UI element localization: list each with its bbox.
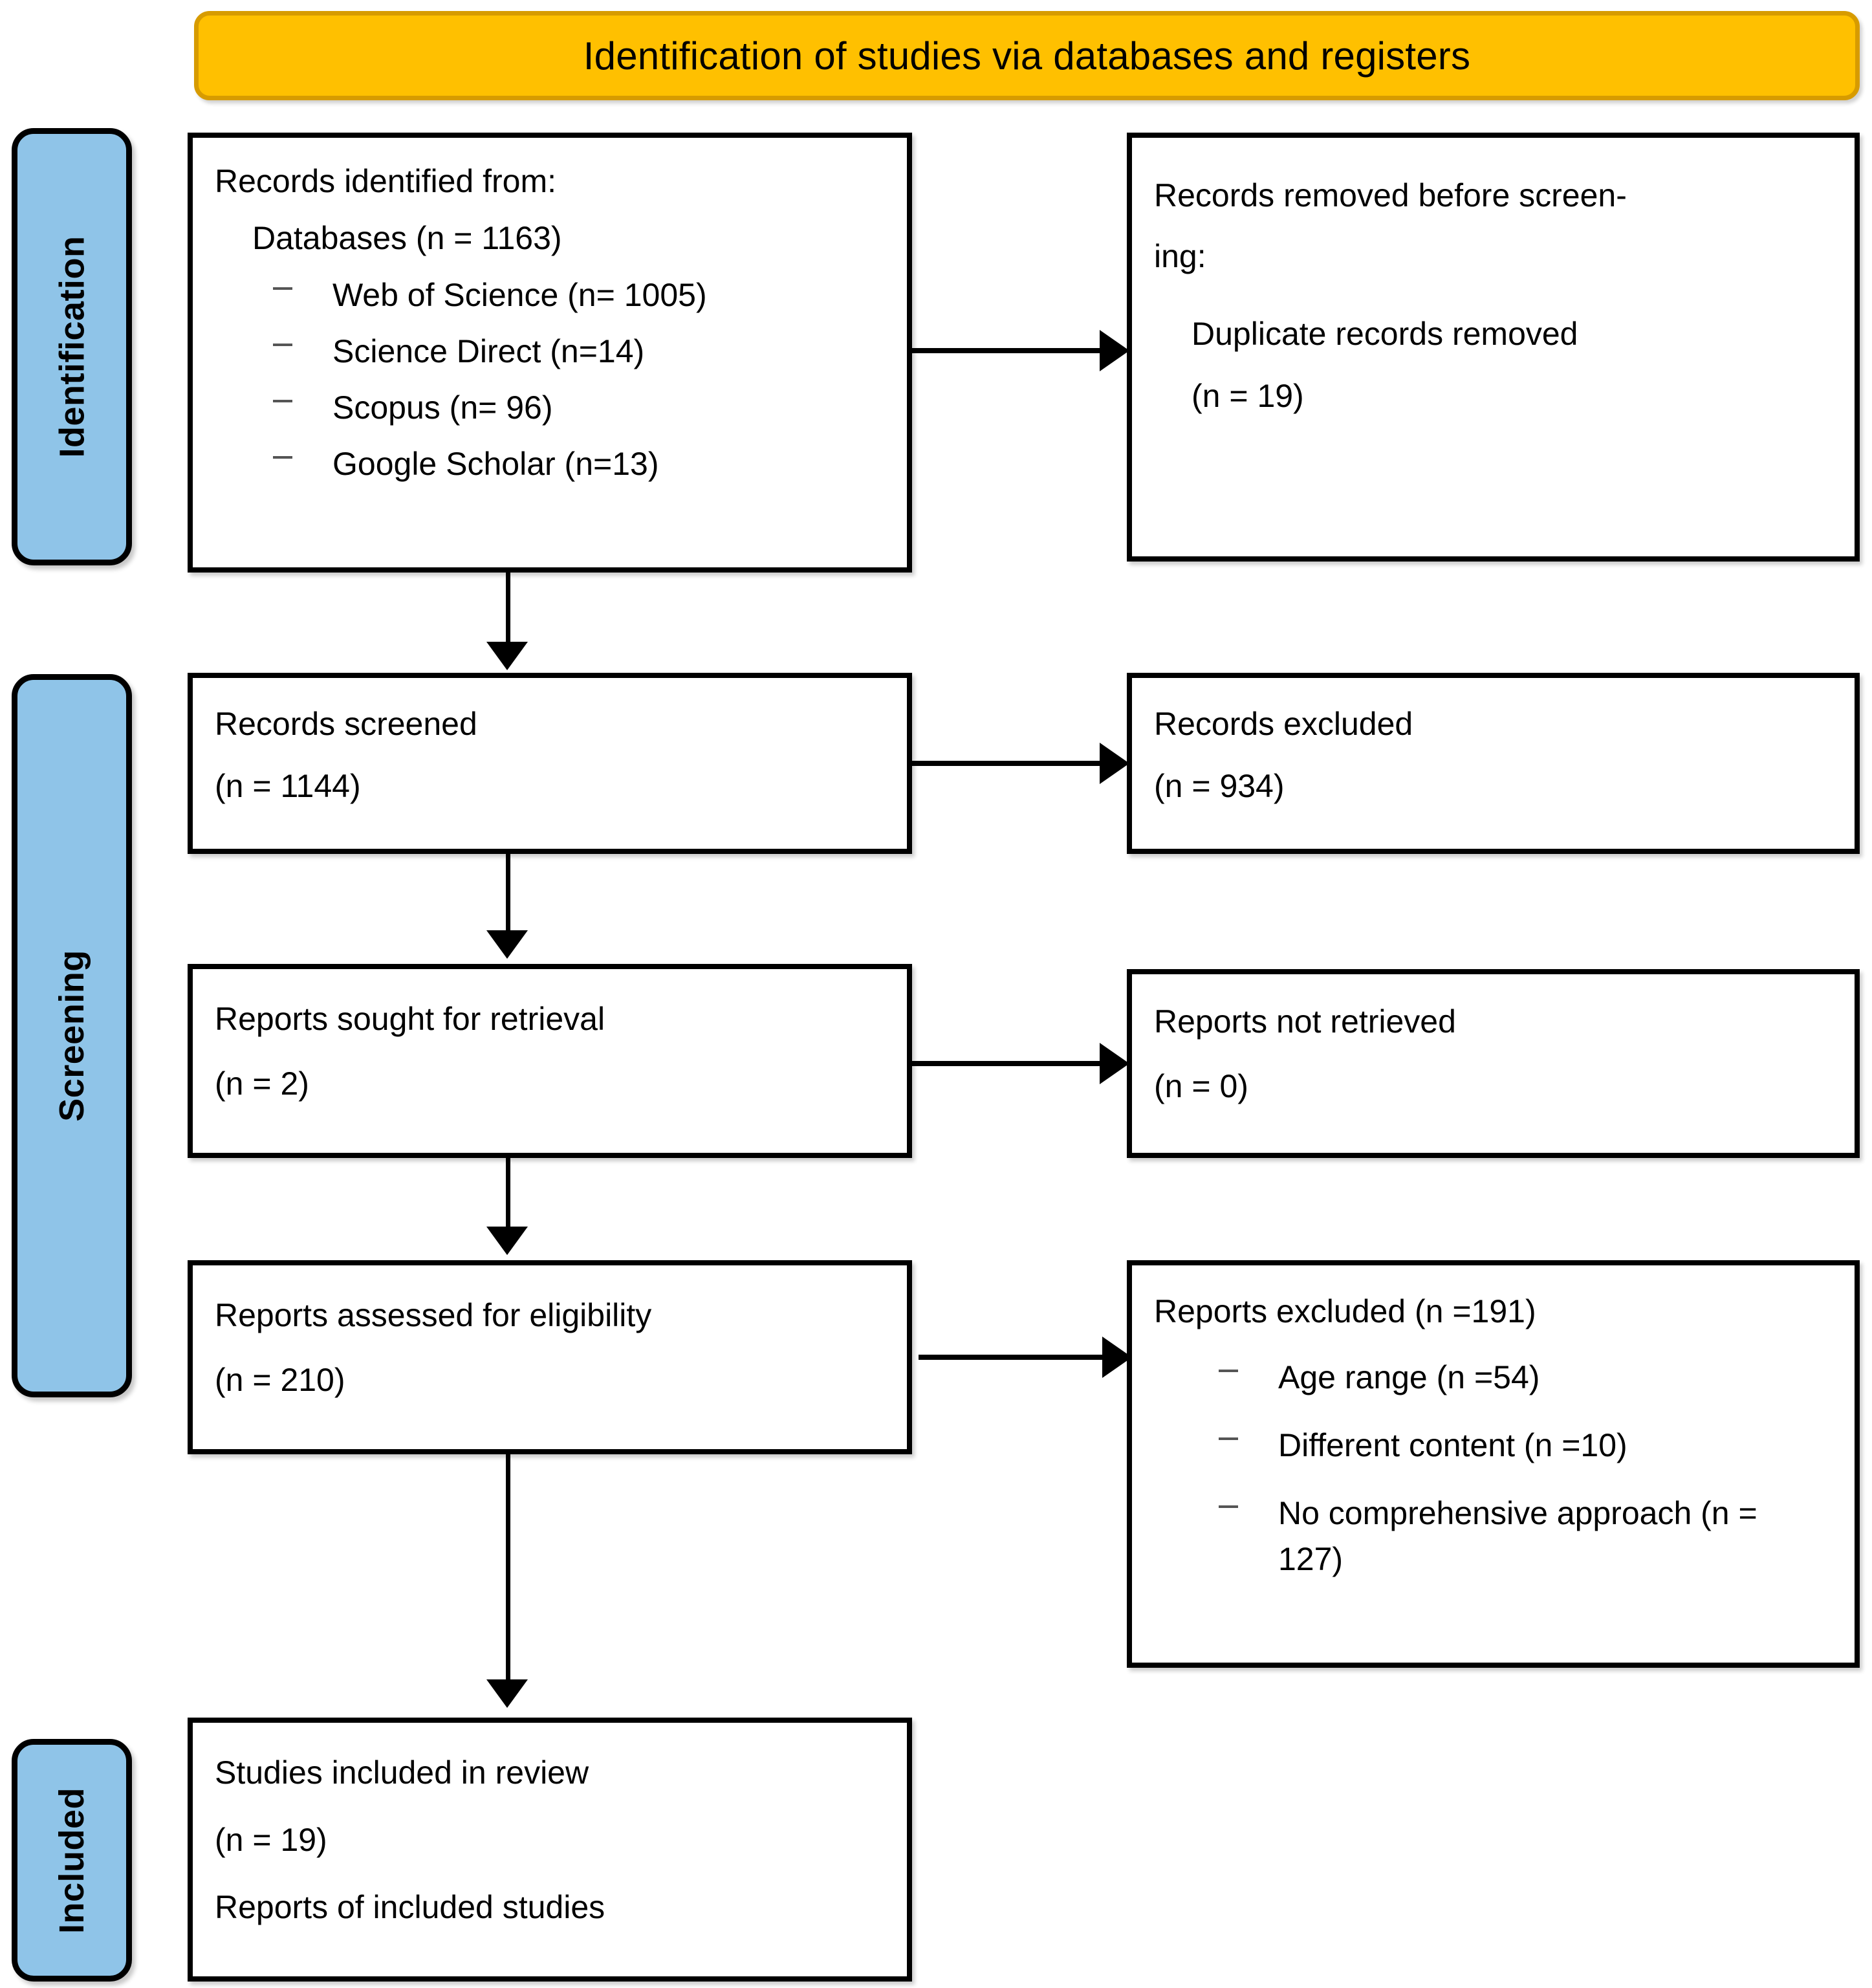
reports-excluded-heading: Reports excluded (n =191) [1154, 1293, 1536, 1329]
records-screened-label: Records screened [215, 706, 477, 742]
list-item: Science Direct (n=14) [273, 329, 885, 375]
stage-label-included: Included [12, 1739, 132, 1982]
studies-included-count: (n = 19) [215, 1822, 327, 1858]
dash-bullet-icon [273, 287, 292, 290]
connector-assessed-to-included [506, 1454, 510, 1681]
records-removed-count: (n = 19) [1192, 378, 1304, 414]
connector-sought-to-assessed [506, 1158, 510, 1228]
records-identified-source-list: Web of Science (n= 1005) Science Direct … [215, 272, 885, 487]
connector-sought-to-not-retrieved [911, 1061, 1102, 1066]
reports-of-included-studies-label: Reports of included studies [215, 1889, 605, 1925]
records-removed-duplicates: Duplicate records removed [1192, 316, 1578, 352]
node-reports-not-retrieved: Reports not retrieved (n = 0) [1127, 969, 1860, 1158]
connector-assessed-to-reports-excluded [919, 1355, 1105, 1360]
arrowhead-down-icon [486, 1679, 528, 1708]
records-identified-heading: Records identified from: [215, 163, 557, 199]
connector-identified-to-removed [911, 348, 1102, 353]
arrowhead-down-icon [486, 1227, 528, 1255]
dash-bullet-icon [1219, 1370, 1238, 1372]
node-records-screened: Records screened (n = 1144) [188, 673, 912, 854]
list-item: Google Scholar (n=13) [273, 441, 885, 487]
stage-label-included-text: Included [52, 1787, 92, 1934]
reason-label: Different content (n =10) [1278, 1427, 1627, 1463]
records-removed-line1: Records removed before screen- [1154, 177, 1627, 213]
list-item: Web of Science (n= 1005) [273, 272, 885, 318]
reports-sought-label: Reports sought for retrieval [215, 1001, 605, 1037]
list-item: Scopus (n= 96) [273, 385, 885, 431]
node-studies-included: Studies included in review (n = 19) Repo… [188, 1718, 912, 1982]
arrowhead-right-icon [1100, 330, 1129, 371]
dash-bullet-icon [1219, 1505, 1238, 1508]
reason-label: No comprehensive approach (n = 127) [1278, 1495, 1758, 1577]
dash-bullet-icon [1219, 1437, 1238, 1440]
list-item: Different content (n =10) [1219, 1423, 1833, 1469]
stage-label-screening-text: Screening [52, 950, 91, 1122]
reports-excluded-reason-list: Age range (n =54) Different content (n =… [1154, 1355, 1833, 1582]
connector-screened-to-sought [506, 854, 510, 932]
dash-bullet-icon [273, 456, 292, 459]
stage-label-identification-text: Identification [52, 235, 91, 458]
reports-not-retrieved-label: Reports not retrieved [1154, 1003, 1456, 1040]
source-label: Google Scholar (n=13) [332, 446, 659, 482]
records-excluded-label: Records excluded [1154, 706, 1413, 742]
arrowhead-right-icon [1102, 1337, 1132, 1378]
records-excluded-count: (n = 934) [1154, 768, 1285, 804]
node-records-identified: Records identified from: Databases (n = … [188, 133, 912, 573]
records-identified-databases: Databases (n = 1163) [252, 220, 562, 256]
records-removed-line2: ing: [1154, 238, 1206, 274]
dash-bullet-icon [273, 400, 292, 402]
studies-included-label: Studies included in review [215, 1754, 589, 1791]
list-item: Age range (n =54) [1219, 1355, 1833, 1401]
arrowhead-down-icon [486, 930, 528, 959]
reason-label: Age range (n =54) [1278, 1359, 1540, 1395]
diagram-title: Identification of studies via databases … [583, 34, 1471, 78]
node-records-removed: Records removed before screen- ing: Dupl… [1127, 133, 1860, 562]
connector-identified-to-screened [506, 573, 510, 644]
reports-assessed-count: (n = 210) [215, 1362, 345, 1398]
stage-label-screening: Screening [12, 674, 132, 1397]
source-label: Web of Science (n= 1005) [332, 277, 707, 313]
connector-screened-to-records-excluded [911, 761, 1102, 766]
node-records-excluded: Records excluded (n = 934) [1127, 673, 1860, 854]
dash-bullet-icon [273, 344, 292, 346]
reports-not-retrieved-count: (n = 0) [1154, 1068, 1248, 1104]
records-screened-count: (n = 1144) [215, 768, 361, 804]
node-reports-sought: Reports sought for retrieval (n = 2) [188, 964, 912, 1158]
list-item: No comprehensive approach (n = 127) [1219, 1491, 1833, 1582]
arrowhead-down-icon [486, 642, 528, 670]
arrowhead-right-icon [1100, 1043, 1129, 1084]
node-reports-excluded: Reports excluded (n =191) Age range (n =… [1127, 1260, 1860, 1668]
arrowhead-right-icon [1100, 743, 1129, 784]
source-label: Science Direct (n=14) [332, 333, 645, 369]
reports-assessed-label: Reports assessed for eligibility [215, 1297, 652, 1333]
source-label: Scopus (n= 96) [332, 389, 553, 426]
diagram-header-banner: Identification of studies via databases … [194, 11, 1860, 100]
node-reports-assessed: Reports assessed for eligibility (n = 21… [188, 1260, 912, 1454]
stage-label-identification: Identification [12, 128, 132, 565]
reports-sought-count: (n = 2) [215, 1065, 309, 1102]
